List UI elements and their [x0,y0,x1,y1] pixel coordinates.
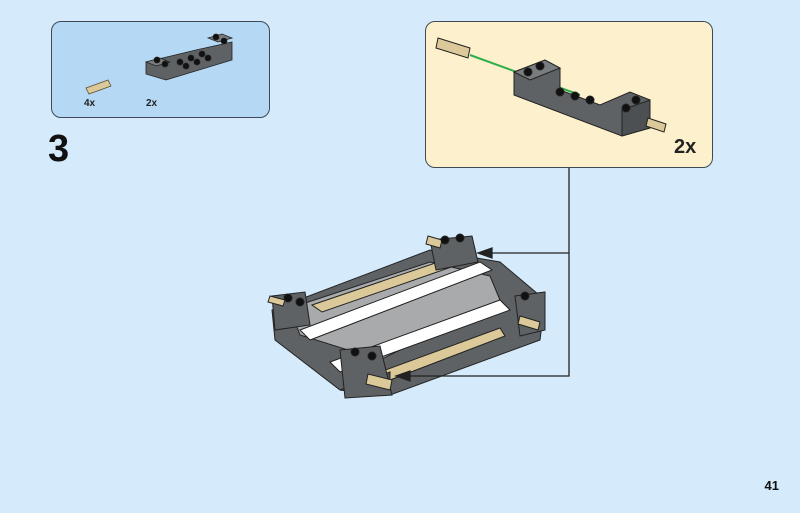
gray-bracket-part [144,33,234,81]
main-model [267,233,546,399]
pin-quantity: 4x [84,98,96,109]
callout-quantity: 2x [674,136,697,158]
assembly-arrows [394,168,570,382]
step-number: 3 [48,128,70,170]
page-number: 41 [764,478,779,493]
bracket-quantity: 2x [146,98,158,109]
tan-pin-part [85,79,112,95]
callout-bracket-assembly [435,37,667,137]
